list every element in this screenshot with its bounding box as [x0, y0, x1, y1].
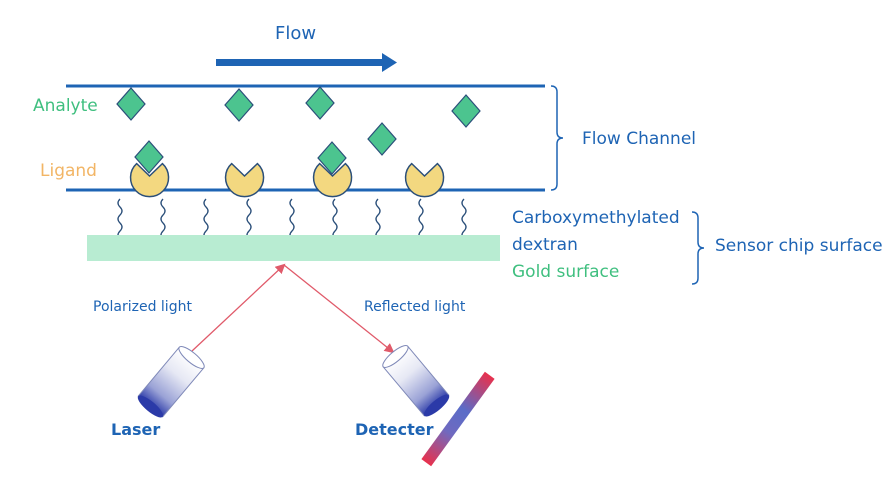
analyte-label: Analyte: [33, 96, 98, 116]
gold-surface-band: [87, 235, 500, 261]
analyte-diamond: [367, 122, 397, 156]
ligands: [129, 162, 445, 198]
dextran-label: dextran: [512, 235, 578, 255]
carboxymethylated-label: Carboxymethylated: [512, 208, 680, 228]
analyte-diamond: [451, 94, 481, 128]
detector-label: Detecter: [355, 420, 434, 439]
sensor-chip-bracket: [691, 211, 705, 285]
analyte-diamond: [116, 87, 146, 121]
reflected-light-label: Reflected light: [364, 299, 466, 315]
flow-arrow: [216, 53, 397, 72]
ligand-shape: [404, 162, 445, 198]
reflected-ray: [283, 264, 395, 354]
analyte-diamond-bound: [317, 141, 347, 175]
gold-surface-label: Gold surface: [512, 262, 620, 282]
polarized-light-label: Polarized light: [93, 299, 192, 315]
sensor-chip-surface-label: Sensor chip surface: [715, 236, 883, 256]
detector-bar: [421, 371, 495, 467]
ligand-shape: [129, 162, 170, 198]
analyte-diamond: [224, 88, 254, 122]
laser-label: Laser: [111, 420, 161, 439]
flow-channel-bracket: [550, 85, 564, 191]
detector-icon: [382, 345, 450, 417]
ligand-shape: [224, 162, 265, 198]
flow-label: Flow: [275, 23, 317, 44]
analytes: [116, 86, 481, 175]
ligand-label: Ligand: [40, 161, 97, 181]
analyte-diamond: [305, 86, 335, 120]
ligand-shape: [312, 162, 353, 198]
laser-icon: [137, 346, 205, 418]
analyte-diamond-bound: [134, 140, 164, 174]
flow-channel-label: Flow Channel: [582, 129, 697, 149]
incident-ray: [191, 263, 286, 352]
